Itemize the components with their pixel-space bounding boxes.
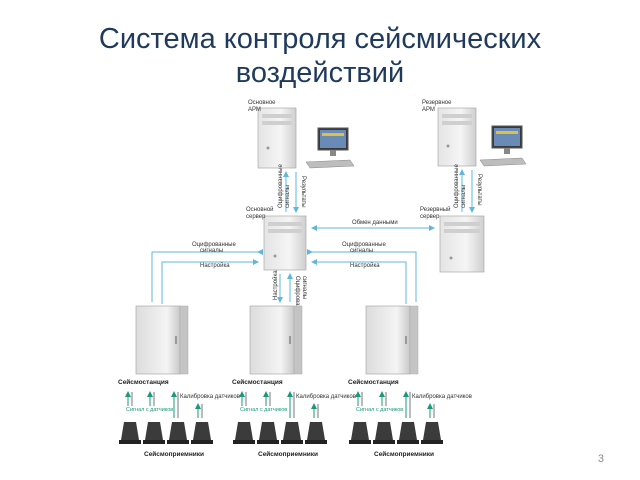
right-digitized-label-1: Оцифрованные: [342, 242, 386, 248]
reserve-server-label-1: Резервный: [420, 206, 450, 213]
calibration-label-right: Калибровка датчиков: [412, 394, 472, 400]
right-settings-label: Настройка: [350, 262, 380, 269]
reserve-arm-label-2: АРМ: [422, 107, 435, 113]
reserve-server-label-2: сервер: [420, 214, 440, 220]
station-label-right: Сейсмостанция: [348, 378, 399, 386]
data-exchange-label: Обмен данными: [352, 220, 398, 226]
receivers-left: [119, 422, 213, 444]
title-line-2: воздействий: [235, 57, 405, 89]
main-digitized-label-1: Оцифрованные: [278, 164, 284, 208]
receivers-label-left: Сейсмоприемники: [144, 450, 204, 458]
receivers-label-right: Сейсмоприемники: [374, 450, 434, 458]
receivers-middle: [233, 422, 327, 444]
reserve-digitized-label-1: Оцифрованные: [454, 164, 460, 208]
reserve-server: [439, 215, 485, 273]
reserve-arm-label-1: Резервное: [422, 100, 452, 106]
calibration-label-middle: Калибровка датчиков: [296, 394, 356, 400]
arm-server-links: [283, 169, 475, 213]
main-digitized-label-2: сигналы: [285, 185, 291, 208]
sensor-links-middle: [239, 391, 319, 418]
station-cabinet-right: [365, 305, 419, 375]
calibration-label-left: Калибровка датчиков: [180, 394, 240, 400]
station-cabinet-middle: [249, 305, 303, 375]
right-digitized-label-2: сигналы: [350, 248, 373, 254]
sensor-signal-label-middle: Сигнал с датчиков: [240, 407, 287, 413]
sensor-links-right: [355, 391, 435, 418]
reserve-results-label: Результаты: [476, 174, 482, 206]
main-workstation: [257, 107, 355, 169]
left-settings-label: Настройка: [200, 262, 230, 269]
page-number: 3: [597, 453, 604, 465]
reserve-digitized-label-2: сигналы: [461, 185, 467, 208]
middle-digitized-label-2: сигналы: [301, 276, 307, 299]
sensor-signal-label-left: Сигнал с датчиков: [126, 407, 173, 413]
sensor-signal-label-right: Сигнал с датчиков: [356, 407, 403, 413]
main-arm-label-1: Основное: [248, 100, 276, 106]
station-label-left: Сейсмостанция: [118, 378, 169, 386]
middle-digitized-label-1: Оцифрованные: [294, 276, 300, 320]
receivers-right: [349, 422, 443, 444]
reserve-workstation: [437, 107, 527, 167]
main-arm-label-2: АРМ: [248, 107, 261, 113]
main-server-label-1: Основной: [246, 206, 274, 213]
server-station-links: [151, 249, 417, 304]
main-server-label-2: сервер: [246, 214, 266, 220]
main-results-label: Результаты: [300, 176, 306, 208]
middle-settings-label: Настройка: [272, 270, 279, 300]
left-digitized-label-2: сигналы: [200, 248, 223, 254]
left-digitized-label-1: Оцифрованные: [192, 242, 236, 248]
slide-title: Система контроля сейсмических воздействи…: [0, 22, 640, 90]
station-cabinet-left: [135, 305, 189, 375]
title-line-1: Система контроля сейсмических: [98, 23, 542, 55]
receivers-label-middle: Сейсмоприемники: [258, 450, 318, 458]
main-server: [263, 215, 307, 271]
station-label-middle: Сейсмостанция: [232, 378, 283, 386]
sensor-links-left: [125, 391, 203, 418]
